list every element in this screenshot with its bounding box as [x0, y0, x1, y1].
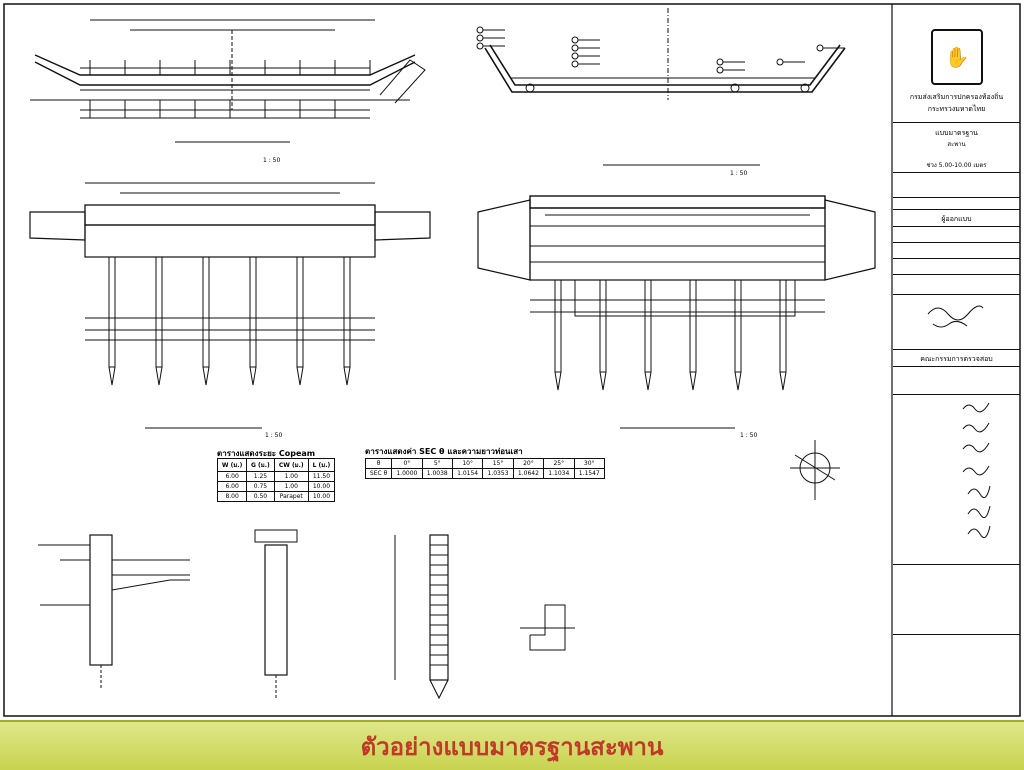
- rebar-callout-marker: [776, 58, 784, 66]
- pile-tip: [249, 366, 257, 386]
- pile-detail-bottom: [394, 534, 449, 700]
- title-block: ✋ กรมส่งเสริมการปกครองท้องถิ่น กระทรวงมห…: [893, 4, 1020, 716]
- pile: [296, 256, 304, 368]
- abutment-detail-bottom-left: [38, 534, 190, 690]
- signature-marks: [927, 305, 991, 539]
- designer-label: ผู้ออกแบบ: [941, 215, 972, 223]
- rebar-callout-marker: [571, 36, 579, 44]
- pile-tip: [734, 371, 742, 391]
- north-arrow: [790, 440, 840, 500]
- pile: [779, 279, 787, 373]
- pile-tip: [644, 371, 652, 391]
- pile-tip: [554, 371, 562, 391]
- sheet-border: [3, 3, 1021, 717]
- pile: [734, 279, 742, 373]
- pile: [108, 256, 116, 368]
- pile-tip: [202, 366, 210, 386]
- pile: [202, 256, 210, 368]
- footer-banner: ตัวอย่างแบบมาตรฐานสะพาน: [0, 720, 1024, 770]
- approval-heading: คณะกรรมการตรวจสอบ: [920, 355, 993, 363]
- pile-tip: [296, 366, 304, 386]
- drawing-title: แบบมาตรฐาน: [935, 129, 978, 137]
- rebar-callout-marker: [716, 58, 724, 66]
- drawing-subtitle-2: ช่วง 5.00-10.00 เมตร: [926, 162, 987, 169]
- pile-tip: [599, 371, 607, 391]
- longitudinal-section-top-left: [30, 19, 426, 143]
- agency-logo: ✋: [931, 29, 983, 85]
- pile: [155, 256, 163, 368]
- org-name-line1: กรมส่งเสริมการปกครองท้องถิ่น: [909, 93, 1004, 101]
- footer-caption: ตัวอย่างแบบมาตรฐานสะพาน: [360, 731, 664, 761]
- pile: [249, 256, 257, 368]
- pile-tip: [155, 366, 163, 386]
- pier-cap-detail-bottom: [254, 529, 298, 700]
- rebar-callout-marker: [816, 44, 824, 52]
- rebar-callout-marker: [476, 34, 484, 42]
- pile: [689, 279, 697, 373]
- pile: [554, 279, 562, 373]
- cross-section-top-center: [476, 8, 846, 166]
- pile: [343, 256, 351, 368]
- pile-tip: [108, 366, 116, 386]
- pile-tip: [343, 366, 351, 386]
- pile-tip: [779, 371, 787, 391]
- joint-detail-bottom: [520, 604, 575, 651]
- drawing-subtitle-1: สะพาน: [947, 141, 966, 148]
- rebar-callout-marker: [571, 52, 579, 60]
- drawing-sheet: [3, 3, 1021, 717]
- rebar-callout-marker: [476, 42, 484, 50]
- rebar-callout-marker: [476, 26, 484, 34]
- rebar-callout-marker: [571, 60, 579, 68]
- pier-elevation-left: [29, 182, 431, 429]
- pile-tip: [689, 371, 697, 391]
- org-name-line2: กระทรวงมหาดไทย: [927, 105, 986, 113]
- pile: [644, 279, 652, 373]
- rebar-callout-marker: [571, 44, 579, 52]
- pile: [599, 279, 607, 373]
- rebar-callout-marker: [716, 66, 724, 74]
- pier-section-center: [477, 195, 876, 429]
